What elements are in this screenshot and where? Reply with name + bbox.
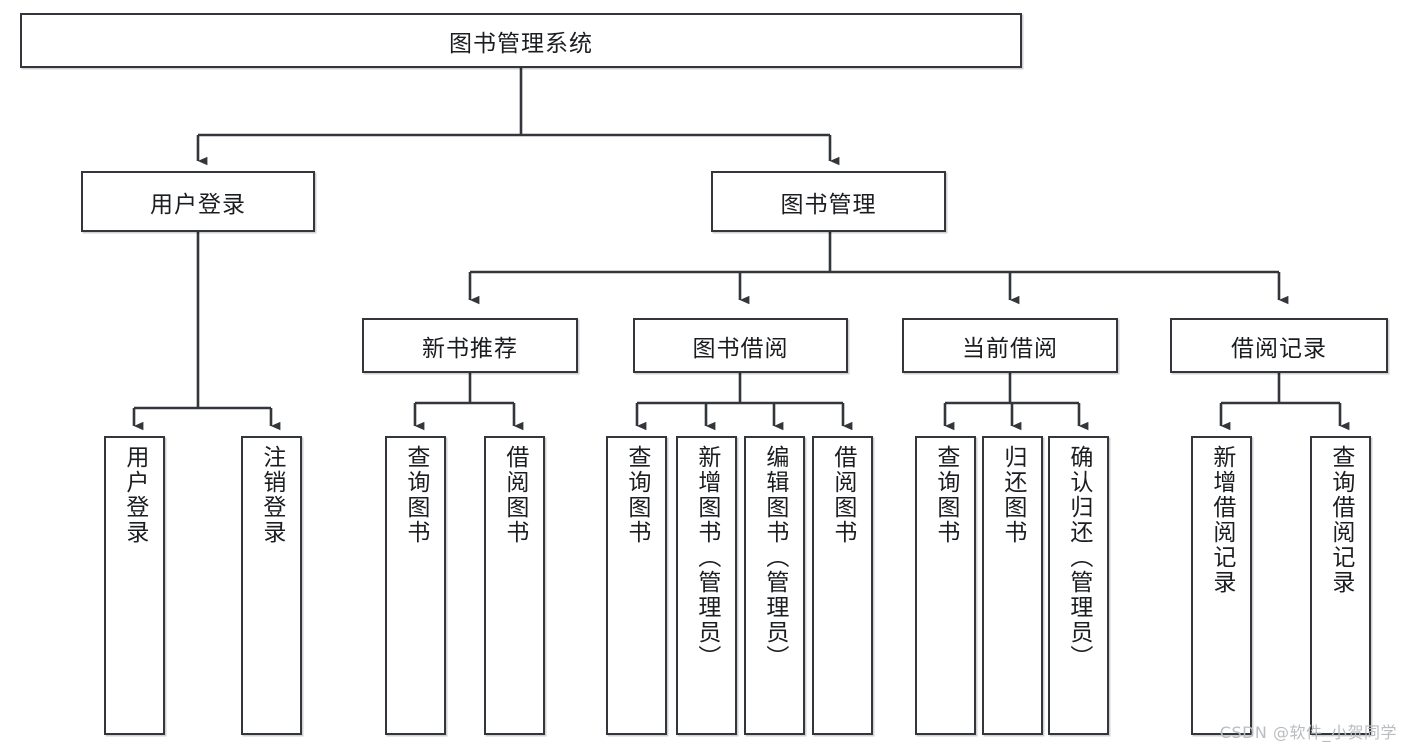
node-book-borrow[interactable]: 图书借阅 <box>633 318 848 373</box>
node-leaf-query-book-3-label: 查询图书 <box>932 445 959 545</box>
node-leaf-edit-book-label: 编辑图书（管理员） <box>761 445 788 670</box>
node-leaf-borrow-book-1[interactable]: 借阅图书 <box>484 436 545 735</box>
node-leaf-query-book-3[interactable]: 查询图书 <box>915 436 976 735</box>
node-current-borrow[interactable]: 当前借阅 <box>902 318 1118 373</box>
node-root[interactable]: 图书管理系统 <box>20 13 1022 68</box>
node-leaf-borrow-book-1-label: 借阅图书 <box>501 445 528 545</box>
node-borrow-record[interactable]: 借阅记录 <box>1170 318 1388 373</box>
node-new-book-recommend-label: 新书推荐 <box>422 335 518 362</box>
node-user-login[interactable]: 用户登录 <box>81 171 315 232</box>
node-leaf-query-book-2[interactable]: 查询图书 <box>606 436 667 735</box>
node-leaf-query-book-1[interactable]: 查询图书 <box>385 436 446 735</box>
node-leaf-borrow-book-2-label: 借阅图书 <box>829 445 856 545</box>
node-leaf-add-record[interactable]: 新增借阅记录 <box>1191 436 1252 735</box>
node-leaf-query-record[interactable]: 查询借阅记录 <box>1310 436 1371 735</box>
node-new-book-recommend[interactable]: 新书推荐 <box>362 318 578 373</box>
node-user-login-label: 用户登录 <box>150 191 246 218</box>
node-leaf-query-book-1-label: 查询图书 <box>402 445 429 545</box>
node-book-borrow-label: 图书借阅 <box>692 335 789 362</box>
node-leaf-add-book[interactable]: 新增图书（管理员） <box>676 436 737 735</box>
node-root-label: 图书管理系统 <box>449 30 593 57</box>
node-leaf-confirm-return[interactable]: 确认归还（管理员） <box>1048 436 1109 735</box>
watermark: CSDN @软件_小贺同学 <box>1219 723 1397 742</box>
node-leaf-return-book-label: 归还图书 <box>999 445 1026 545</box>
node-leaf-user-login-label: 用户登录 <box>121 445 148 545</box>
node-leaf-confirm-return-label: 确认归还（管理员） <box>1065 445 1092 670</box>
node-leaf-borrow-book-2[interactable]: 借阅图书 <box>812 436 873 735</box>
node-leaf-user-login[interactable]: 用户登录 <box>104 436 165 735</box>
node-borrow-record-label: 借阅记录 <box>1231 335 1327 362</box>
node-leaf-user-logout-label: 注销登录 <box>258 445 285 545</box>
node-leaf-query-book-2-label: 查询图书 <box>623 445 650 545</box>
node-leaf-add-book-label: 新增图书（管理员） <box>693 445 720 670</box>
node-leaf-return-book[interactable]: 归还图书 <box>982 436 1043 735</box>
node-leaf-edit-book[interactable]: 编辑图书（管理员） <box>744 436 805 735</box>
node-book-manage[interactable]: 图书管理 <box>711 171 946 232</box>
node-leaf-add-record-label: 新增借阅记录 <box>1208 445 1235 595</box>
node-book-manage-label: 图书管理 <box>780 191 877 218</box>
node-leaf-user-logout[interactable]: 注销登录 <box>241 436 302 735</box>
node-current-borrow-label: 当前借阅 <box>962 335 1058 362</box>
node-leaf-query-record-label: 查询借阅记录 <box>1327 445 1354 595</box>
